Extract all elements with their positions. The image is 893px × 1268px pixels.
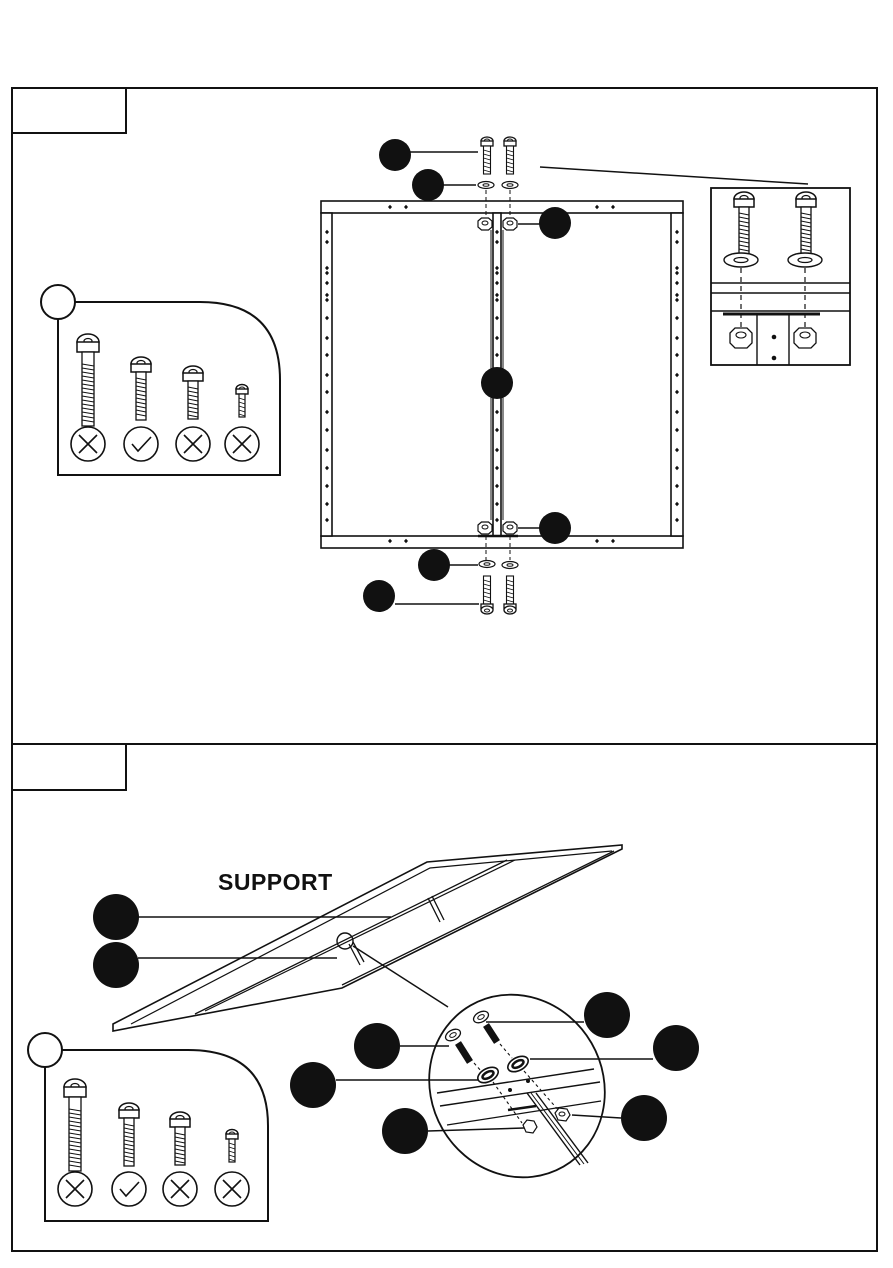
- check-circle-icon: [112, 1172, 146, 1206]
- x-circle-icon: [176, 427, 210, 461]
- bolt-detail-inset: [711, 188, 850, 365]
- washer-icon: [502, 562, 518, 569]
- washer-icon: [479, 561, 495, 568]
- check-circle-icon: [124, 427, 158, 461]
- support-label: SUPPORT: [218, 869, 333, 896]
- x-circle-icon: [58, 1172, 92, 1206]
- hardware-selection-panel-2: [28, 1033, 268, 1221]
- x-circle-icon: [225, 427, 259, 461]
- hardware-selection-panel-1: [41, 285, 280, 475]
- x-circle-icon: [71, 427, 105, 461]
- x-circle-icon: [215, 1172, 249, 1206]
- top-bolt-icon: [481, 137, 493, 174]
- bottom-bolt-icon: [481, 576, 493, 614]
- washer-icon: [478, 182, 494, 189]
- part-id-circle: [41, 285, 75, 319]
- part-id-circle: [28, 1033, 62, 1067]
- top-bolt-icon: [504, 137, 516, 174]
- step-2-number-box: [12, 744, 126, 790]
- x-circle-icon: [163, 1172, 197, 1206]
- washer-icon: [502, 182, 518, 189]
- step-1-number-box: [12, 88, 126, 133]
- bottom-bolt-icon: [504, 576, 516, 614]
